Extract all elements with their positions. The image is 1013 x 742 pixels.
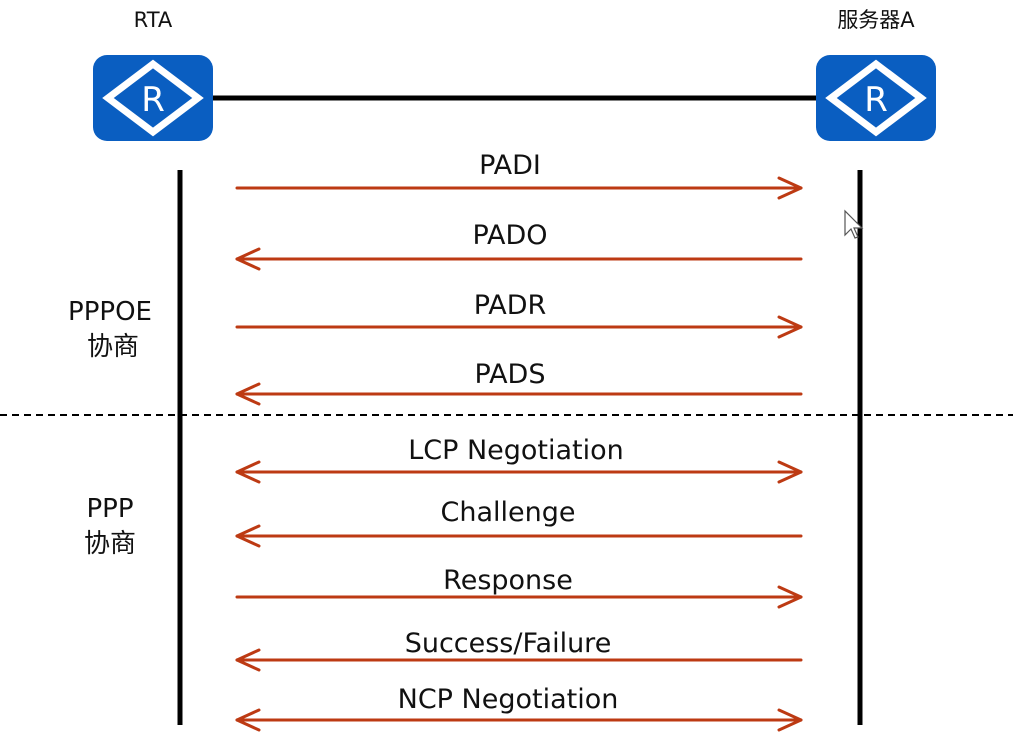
message-success-failure: Success/Failure — [235, 628, 803, 672]
node-label-server-a: 服务器A — [837, 8, 915, 32]
message-label: LCP Negotiation — [408, 435, 624, 466]
arrowhead — [777, 460, 803, 484]
message-label: NCP Negotiation — [398, 684, 619, 715]
message-label: Success/Failure — [405, 628, 612, 659]
message-padr: PADR — [235, 290, 803, 339]
message-label: Challenge — [441, 497, 576, 528]
phase-label-pppoe-sub: 协商 — [87, 332, 139, 362]
message-challenge: Challenge — [235, 497, 803, 548]
arrowhead — [235, 247, 261, 271]
message-lcp-negotiation: LCP Negotiation — [235, 435, 803, 484]
node-label-rta: RTA — [134, 8, 173, 32]
message-label: PADR — [474, 290, 547, 321]
message-label: PADS — [475, 359, 546, 390]
arrowhead — [777, 585, 803, 609]
arrowhead — [777, 176, 803, 200]
arrowhead — [235, 648, 261, 672]
arrowhead — [235, 524, 261, 548]
arrowhead — [235, 382, 261, 406]
message-arrows: PADI PADO PADR PADS LCP NegotiationChallenge… — [235, 150, 803, 732]
arrowhead — [777, 315, 803, 339]
router-icon: R — [93, 55, 213, 141]
arrowhead — [235, 708, 261, 732]
message-padi: PADI — [235, 150, 803, 200]
mouse-cursor-icon — [844, 209, 864, 239]
phase-label-pppoe: PPPOE — [68, 297, 152, 327]
phase-label-ppp-sub: 协商 — [84, 529, 136, 559]
message-ncp-negotiation: NCP Negotiation — [235, 684, 803, 732]
router-icon: R — [816, 55, 936, 141]
message-pado: PADO — [235, 220, 803, 271]
message-label: PADI — [479, 150, 541, 181]
message-pads: PADS — [235, 359, 803, 406]
arrowhead — [235, 460, 261, 484]
arrowhead — [777, 708, 803, 732]
message-response: Response — [235, 565, 803, 609]
phase-label-ppp: PPP — [86, 494, 133, 524]
svg-text:R: R — [864, 80, 888, 120]
message-label: PADO — [472, 220, 547, 251]
svg-text:R: R — [141, 80, 165, 120]
message-label: Response — [443, 565, 573, 596]
